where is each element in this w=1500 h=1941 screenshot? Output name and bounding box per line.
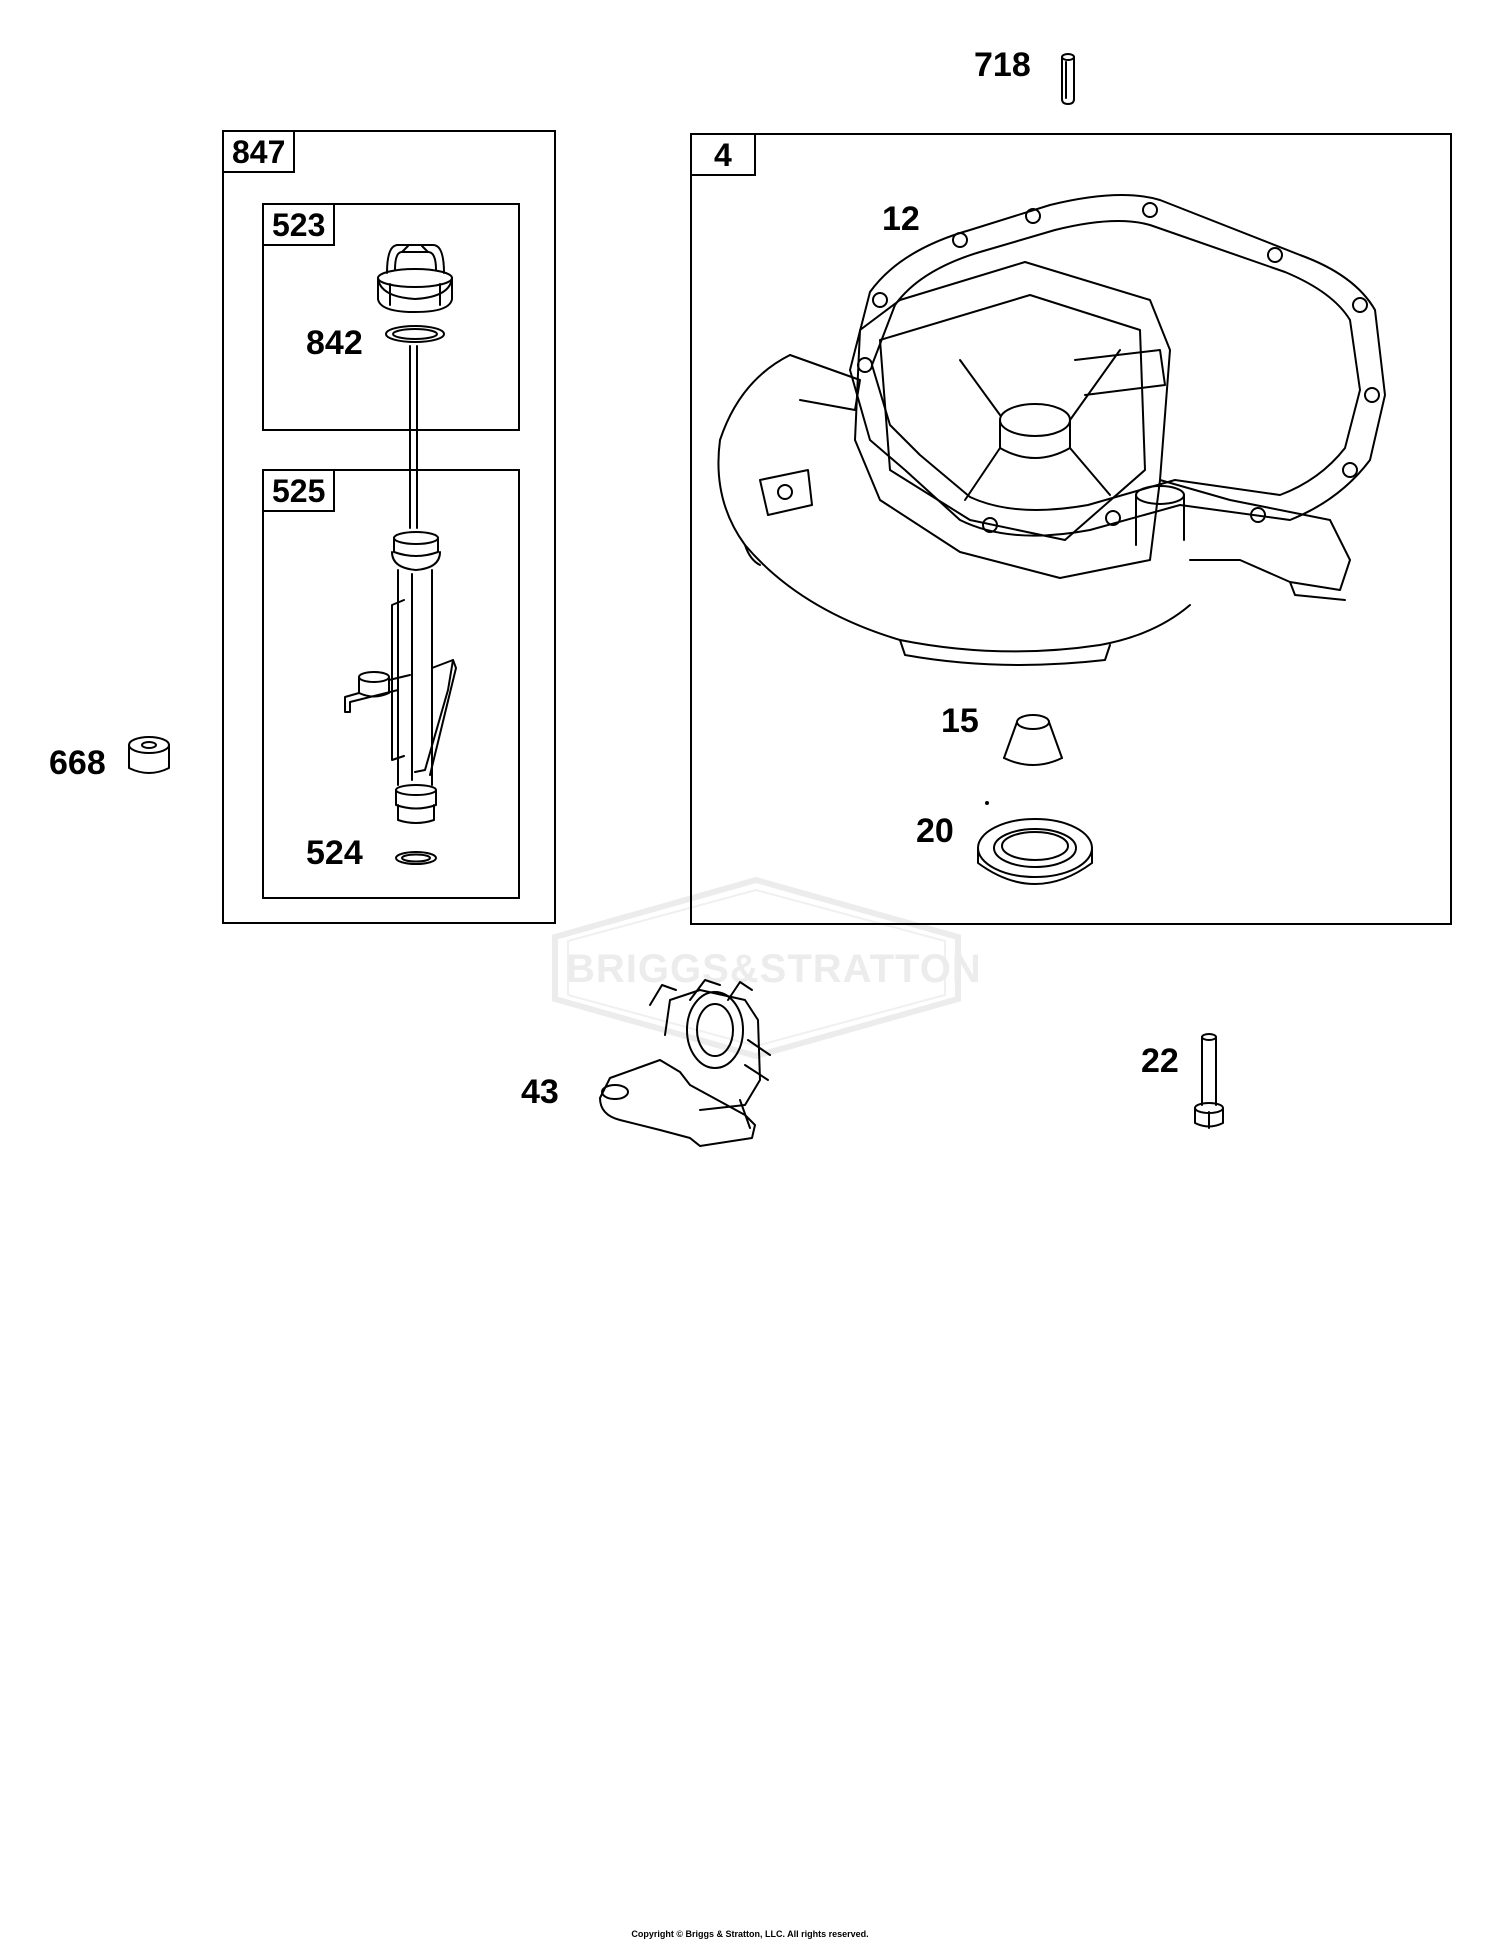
assembly-box-4: 4: [690, 133, 1452, 925]
gasket-icon: [849, 194, 1386, 537]
dipstick-blade: [409, 345, 418, 529]
callout-43: 43: [521, 1073, 559, 1111]
callout-668: 668: [49, 744, 106, 782]
watermark-outline: [552, 876, 961, 1060]
governor-gear-assembly-icon: [599, 979, 771, 1147]
callout-12: 12: [882, 200, 920, 238]
box-tag-847: 847: [222, 130, 296, 173]
box-tag-4: 4: [690, 133, 756, 176]
callout-524: 524: [306, 834, 363, 872]
callout-842: 842: [306, 324, 363, 362]
assembly-box-847: 847: [222, 130, 556, 924]
spacer-icon: [128, 736, 170, 774]
callout-15: 15: [941, 702, 979, 740]
oil-seal-icon: [977, 801, 1093, 885]
callout-20: 20: [916, 812, 954, 850]
oil-fill-cap-icon: [377, 244, 453, 313]
dipstick-tube-icon: [344, 531, 457, 824]
flange-bolt-icon: [1194, 1033, 1224, 1129]
o-ring-icon: [385, 325, 445, 343]
watermark-inner: [567, 888, 946, 1048]
assembly-box-525: 525: [262, 469, 520, 899]
sump-cover-icon: [717, 261, 1351, 666]
assembly-box-523: 523: [262, 203, 520, 431]
callout-22: 22: [1141, 1042, 1179, 1080]
box-tag-525: 525: [262, 469, 336, 512]
o-ring-small-icon: [395, 851, 437, 865]
plug-icon: [1003, 714, 1063, 766]
copyright-notice: Copyright © Briggs & Stratton, LLC. All …: [631, 1929, 869, 1939]
dowel-pin-icon: [1061, 53, 1075, 105]
box-tag-523: 523: [262, 203, 336, 246]
watermark-text: BRIGGS&STRATTON: [566, 947, 982, 991]
callout-718: 718: [974, 46, 1031, 84]
